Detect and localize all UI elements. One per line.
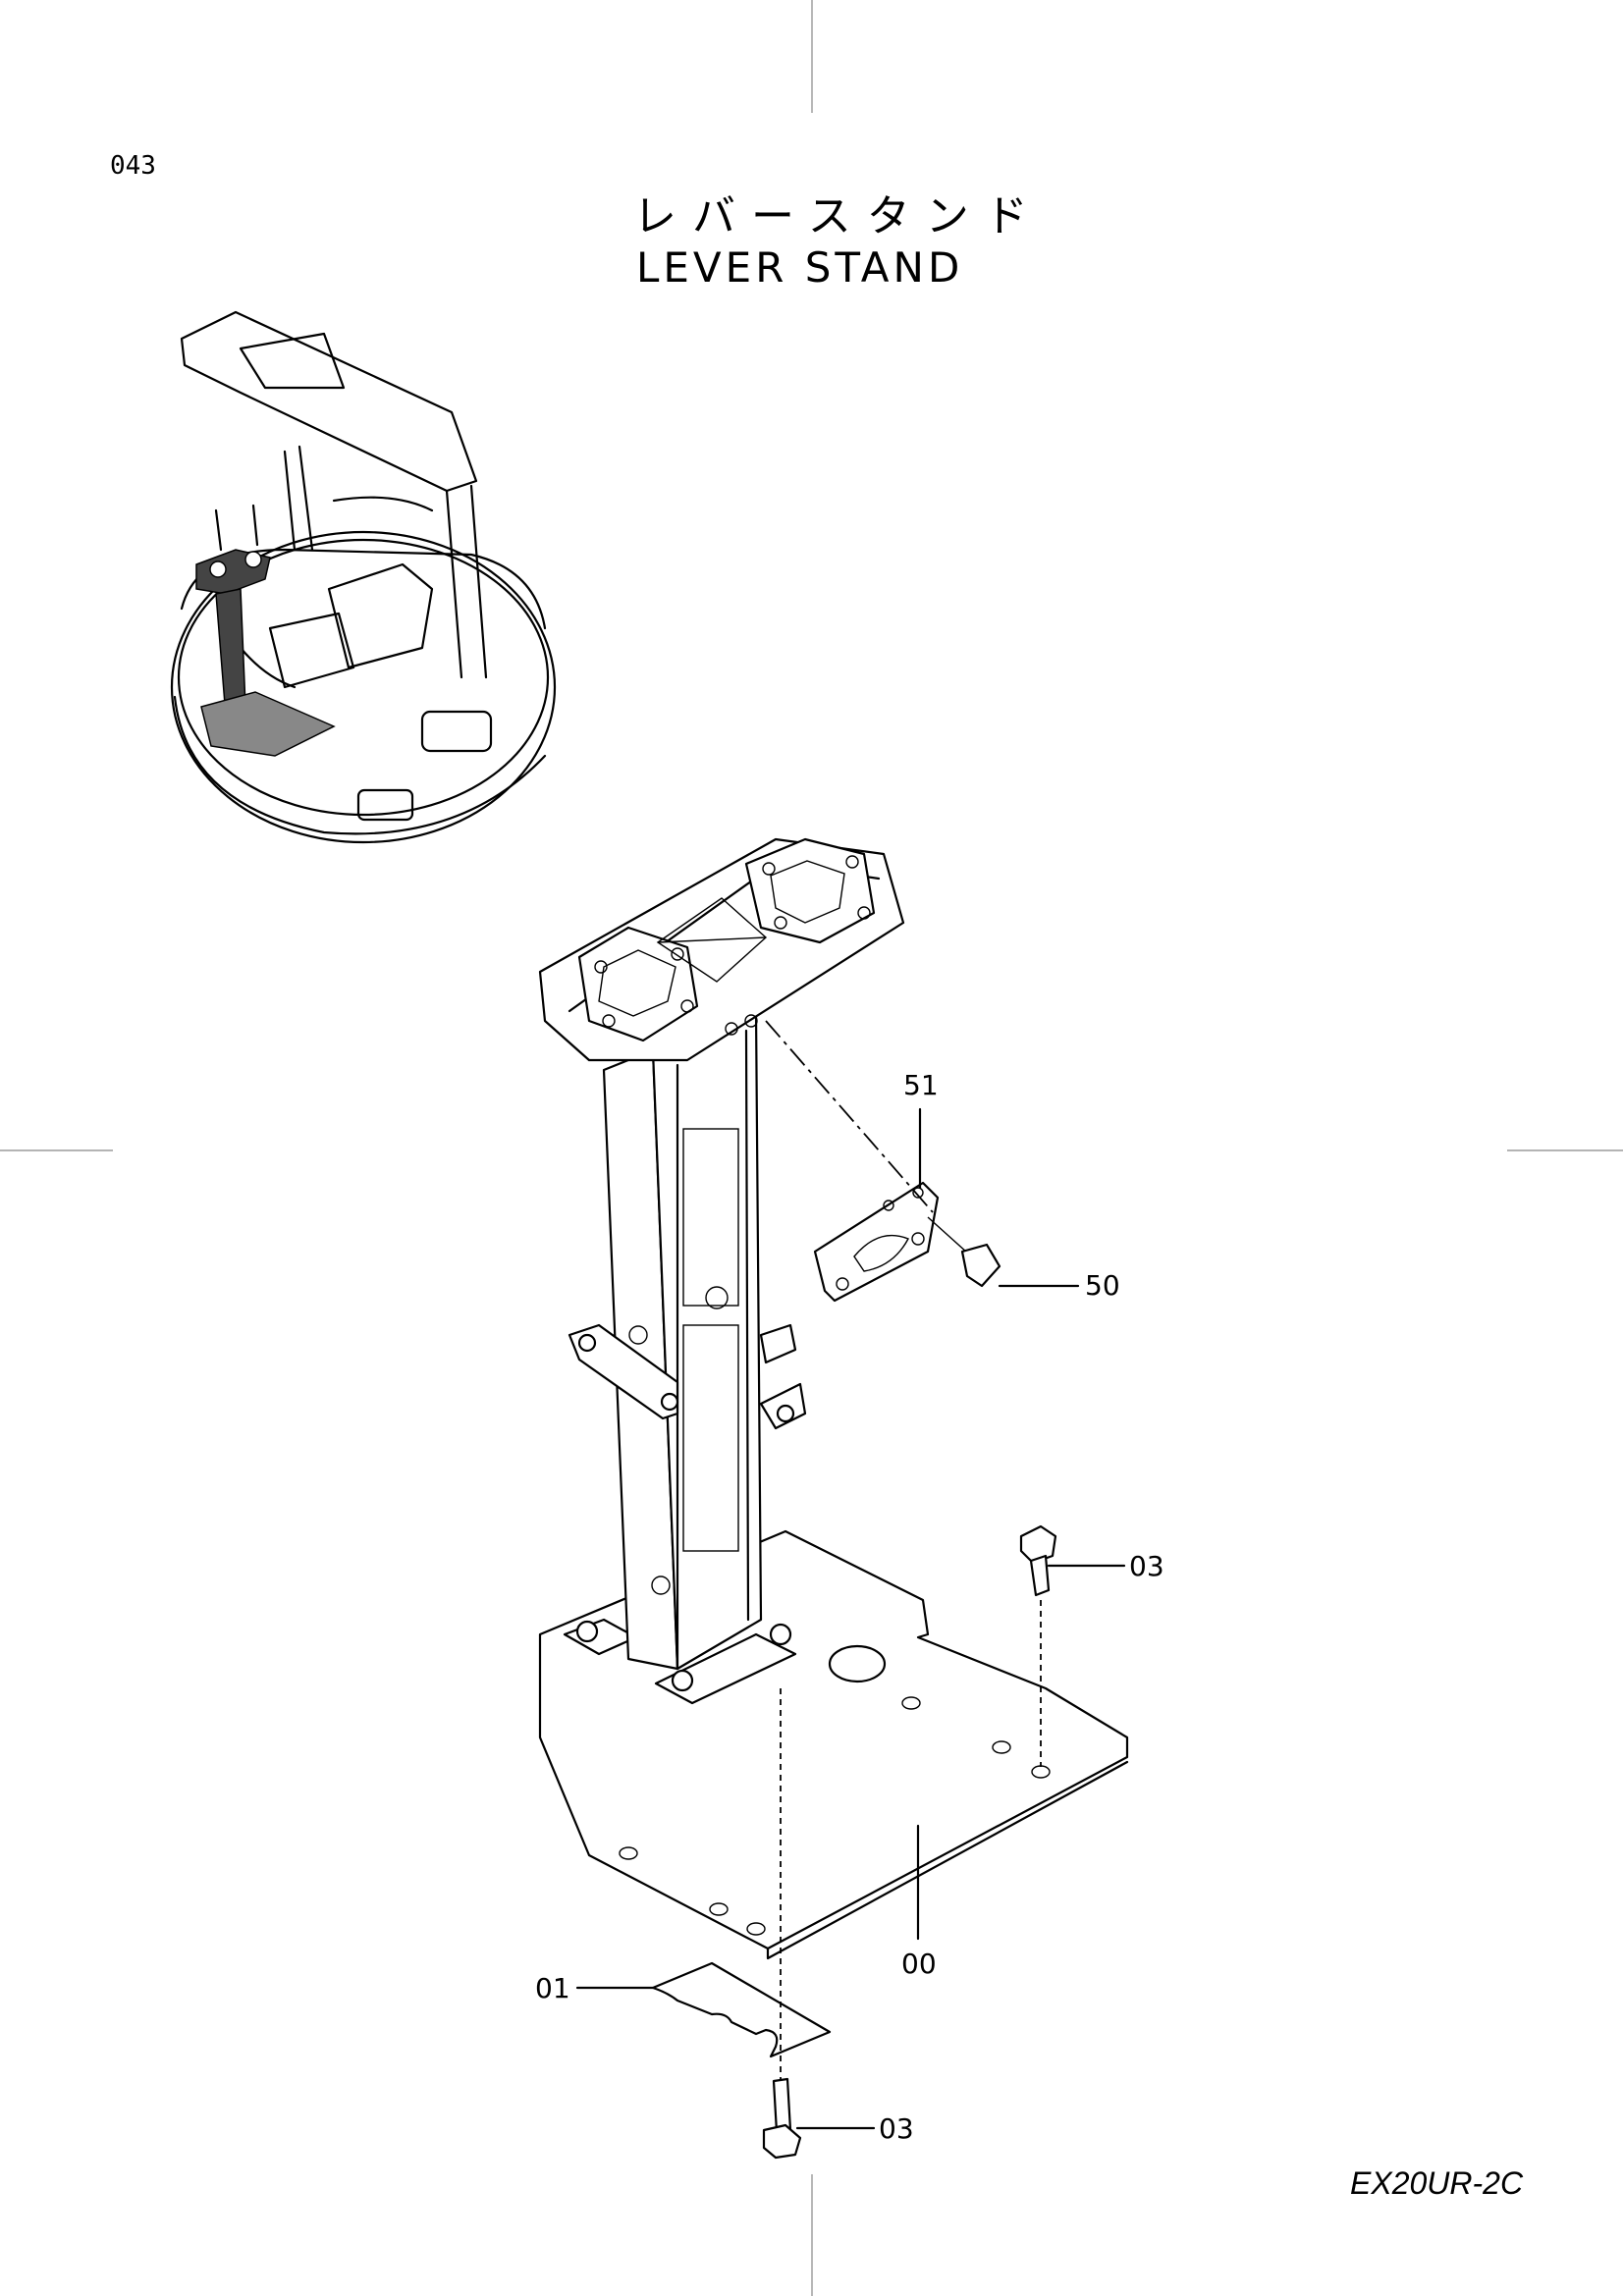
label-51: 51	[903, 1069, 939, 1101]
machine-overview-illustration	[170, 310, 557, 844]
title-english: LEVER STAND	[636, 243, 963, 292]
title-japanese: レバースタンド	[633, 191, 1044, 241]
label-03-lower: 03	[879, 2112, 914, 2145]
label-03-upper: 03	[1129, 1550, 1164, 1582]
highlighted-lever-stand	[195, 549, 336, 757]
leader-51	[765, 1020, 934, 1213]
page-number: 043	[110, 151, 156, 181]
part-01-plate	[651, 1961, 832, 2058]
lever-stand-assembly	[538, 837, 1129, 1960]
label-01: 01	[535, 1972, 570, 2004]
label-00: 00	[901, 1948, 937, 1980]
part-51-bracket	[813, 1181, 940, 1303]
label-50: 50	[1085, 1269, 1120, 1302]
part-03-bolt-upper	[1019, 1524, 1057, 1597]
part-50-bolt	[927, 1216, 1001, 1288]
part-03-bolt-lower	[762, 2077, 802, 2160]
model-code: EX20UR-2C	[1350, 2165, 1524, 2201]
